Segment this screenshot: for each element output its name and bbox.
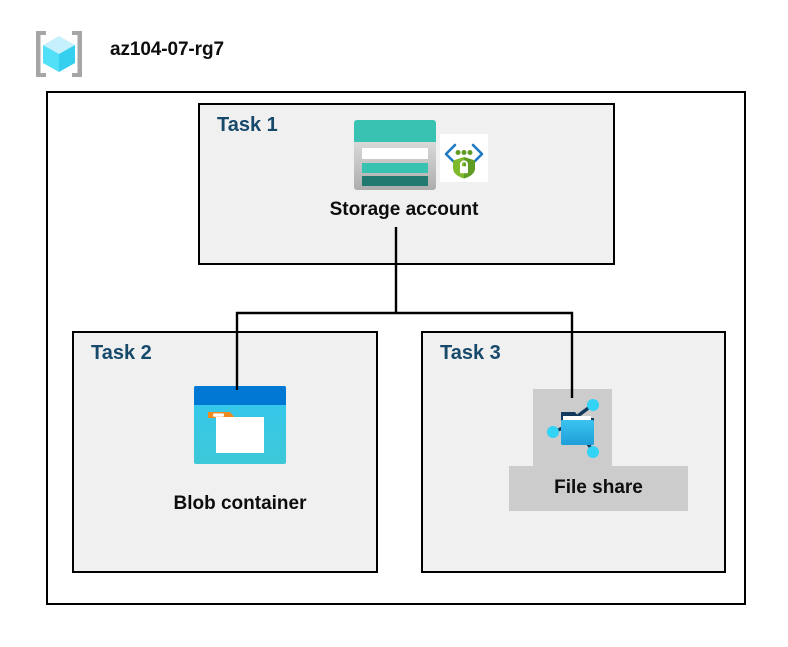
file-share-caption-highlight — [509, 466, 688, 511]
resource-group-header: az104-07-rg7 — [30, 26, 330, 82]
storage-account-node: Storage account — [288, 118, 520, 219]
blob-container-node: Blob container — [150, 386, 330, 513]
private-endpoint-icon — [440, 134, 488, 182]
resource-group-cube-icon — [33, 28, 85, 80]
blob-container-caption: Blob container — [173, 493, 307, 514]
task-1-label: Task 1 — [217, 114, 278, 136]
blob-container-icon — [194, 386, 286, 464]
file-share-icon — [539, 395, 607, 463]
storage-account-caption: Storage account — [329, 199, 479, 220]
task-3-label: Task 3 — [440, 342, 501, 364]
resource-group-name: az104-07-rg7 — [110, 39, 224, 60]
task-2-label: Task 2 — [91, 342, 152, 364]
file-share-caption: File share — [554, 477, 643, 498]
storage-icon-row — [288, 118, 520, 190]
storage-account-icon — [354, 120, 436, 190]
